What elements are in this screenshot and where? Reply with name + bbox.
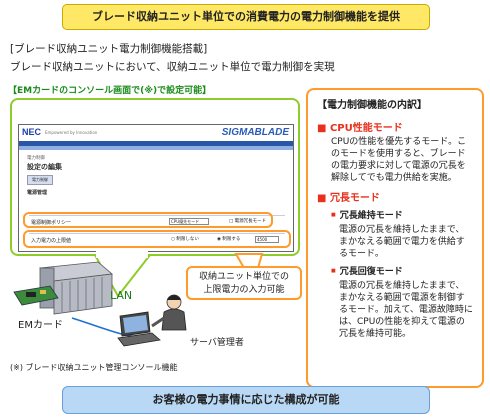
- policy-select[interactable]: CPU優先モード: [169, 218, 209, 225]
- no-limit-radio[interactable]: ○ 制限しない: [171, 237, 199, 242]
- bottom-banner: お客様の電力事情に応じた構成が可能: [62, 386, 430, 414]
- power-control-panel: 【電力制御機能の内訳】 CPU性能モード CPUの性能を優先するモード。このモー…: [306, 88, 484, 388]
- console-section-title: 電源管理: [27, 190, 48, 196]
- console-body: 電力制御 設定の編集 電力制御 電源管理: [19, 150, 293, 199]
- callout-line-1: 収納ユニット単位での: [198, 272, 289, 282]
- administrator-label: サーバ管理者: [190, 338, 244, 348]
- callout-box: 収納ユニット単位での 上限電力の入力可能: [186, 266, 302, 300]
- limit-value-input[interactable]: 4500: [255, 236, 279, 243]
- nec-logo: NEC: [22, 127, 42, 137]
- restore-mode-description: 電源の冗長を維持したままで、まかなえる範囲で電源を制御するモード。加えて、電源故…: [339, 281, 473, 339]
- tail-mask: [96, 250, 148, 258]
- panel-title: 【電力制御機能の内訳】: [317, 100, 427, 111]
- nec-tagline: Empowered by Innovation: [45, 130, 98, 135]
- console-nav-bar: [19, 141, 293, 146]
- console-screenshot-frame: NEC Empowered by Innovation SIGMABLADE 電…: [10, 98, 300, 256]
- console-subnav-bar: [19, 146, 293, 150]
- laptop-icon: [117, 311, 161, 347]
- redundancy-mode-heading: 冗長モード: [317, 189, 473, 204]
- console-row-policy: 電源制御ポリシー CPU優先モード □ 電源冗長モード: [29, 215, 285, 227]
- top-banner: ブレード収納ユニット単位での消費電力の電力制御機能を提供: [62, 4, 430, 30]
- keep-mode-description: 電源の冗長を維持したままで、まかなえる範囲で電力を供給するモード。: [339, 225, 465, 259]
- console-row-limit: 入力電力の上限値 ○ 制限しない ◉ 制限する 4500: [29, 233, 285, 245]
- console-header: NEC Empowered by Innovation SIGMABLADE: [19, 125, 293, 141]
- console-breadcrumb: 電力制御: [27, 156, 45, 161]
- keep-mode-heading: 冗長維持モード: [317, 210, 473, 223]
- console-screenshot: NEC Empowered by Innovation SIGMABLADE 電…: [18, 124, 294, 252]
- sigmablade-logo: SIGMABLADE: [221, 127, 289, 138]
- footnote: (※) ブレード収納ユニット管理コンソール機能: [10, 363, 178, 372]
- restore-mode-heading: 冗長回復モード: [317, 266, 473, 279]
- limit-label: 入力電力の上限値: [31, 238, 72, 244]
- policy-label: 電源制御ポリシー: [31, 220, 72, 226]
- section-description: ブレード収納ユニットにおいて、収納ユニット単位で電力制御を実現: [10, 61, 335, 73]
- highlight-policy-row: [23, 212, 273, 228]
- highlight-limit-row: [23, 230, 291, 248]
- blade-chassis-icon: [39, 261, 113, 315]
- lan-label: LAN: [110, 289, 133, 302]
- cpu-mode-description: CPUの性能を優先するモード。このモードを使用すると、ブレードの電力要求に対して…: [331, 137, 467, 183]
- console-tab-power[interactable]: 電力制御: [27, 175, 53, 185]
- em-card-label: EMカード: [18, 320, 63, 331]
- callout-line-2: 上限電力の入力可能: [203, 285, 285, 295]
- console-page-title: 設定の編集: [27, 163, 62, 171]
- cpu-mode-heading: CPU性能モード: [317, 119, 473, 134]
- section-heading: [ブレード収納ユニット電力制御機能搭載]: [10, 43, 208, 55]
- limit-radio[interactable]: ◉ 制限する: [217, 237, 241, 242]
- console-note: 【EMカードのコンソール画面で(※)で設定可能】: [8, 86, 212, 96]
- administrator-icon: [151, 294, 187, 331]
- redundancy-checkbox[interactable]: □ 電源冗長モード: [229, 219, 267, 224]
- em-card-icon: [13, 285, 59, 306]
